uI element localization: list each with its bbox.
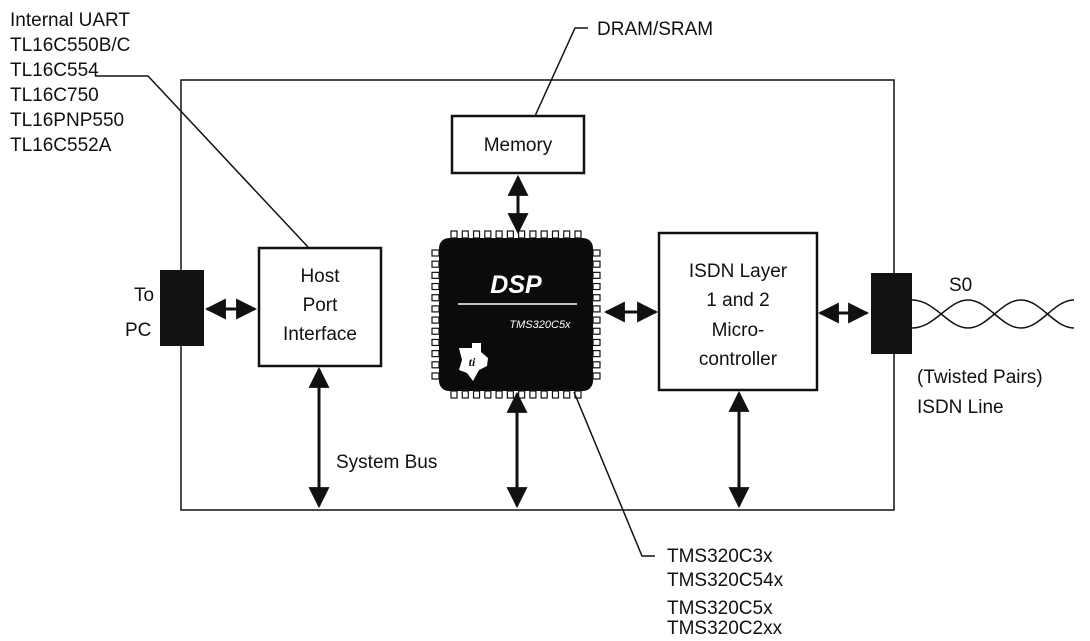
- pc-connector: [160, 270, 204, 346]
- to-pc-label: To: [134, 285, 154, 306]
- dsp-chip-pin: [450, 230, 458, 239]
- host-port-label: Host: [300, 266, 340, 287]
- dsp-chip-pin: [431, 249, 440, 257]
- dsp-chip-pin: [592, 316, 601, 324]
- dsp-part-label: TMS320C5x: [667, 598, 773, 619]
- memory-label: Memory: [484, 135, 553, 156]
- uart-part-label: TL16C552A: [10, 135, 112, 156]
- dsp-chip-pin: [450, 390, 458, 399]
- dsp-chip-pin: [431, 294, 440, 302]
- dsp-part-label: TMS320C3x: [667, 546, 773, 567]
- dsp-part-label: TMS320C5x: [509, 319, 571, 331]
- dsp-chip-pin: [472, 390, 481, 399]
- dsp-chip-pin: [518, 230, 526, 239]
- dsp-chip-pin: [461, 230, 469, 239]
- uart-part-list: Internal UART TL16C550B/C TL16C554 TL16C…: [10, 10, 130, 156]
- memory-type-label: DRAM/SRAM: [597, 19, 713, 40]
- uart-part-label: TL16PNP550: [10, 110, 124, 131]
- system-bus-label: System Bus: [336, 452, 437, 473]
- isdn-controller-block: [657, 231, 819, 392]
- uart-leader-line: [95, 75, 309, 248]
- dsp-chip-pin: [495, 230, 503, 239]
- dsp-chip-pin: [592, 338, 601, 347]
- dsp-chip-pin: [431, 361, 440, 369]
- dsp-title: DSP: [490, 271, 542, 299]
- memory-leader-line: [534, 27, 588, 117]
- dsp-chip-pin: [529, 230, 537, 239]
- isdn-controller-label: controller: [699, 349, 778, 370]
- dsp-chip-pin: [431, 316, 440, 324]
- dsp-chip-pin: [431, 338, 440, 347]
- isdn-controller-label: Micro-: [712, 320, 765, 341]
- dsp-chip-pin: [431, 327, 440, 335]
- dsp-chip-pin: [431, 271, 440, 279]
- host-port-label: Port: [303, 295, 339, 316]
- to-pc-label: PC: [125, 320, 151, 341]
- isdn-connector: [871, 273, 912, 354]
- uart-part-label: TL16C750: [10, 85, 99, 106]
- dsp-chip-pin: [592, 361, 601, 369]
- dsp-chip-pin: [592, 282, 601, 291]
- host-port-block: [257, 246, 383, 368]
- dsp-leader-line: [573, 391, 655, 557]
- dsp-chip-pin: [574, 230, 582, 239]
- dsp-chip-pin: [495, 390, 503, 399]
- dsp-chip-pin: [472, 230, 481, 239]
- dsp-chip-pin: [431, 260, 440, 268]
- dsp-chip-pin: [506, 390, 514, 399]
- dsp-chip-pin: [592, 372, 601, 380]
- dsp-chip-pin: [461, 390, 469, 399]
- dsp-chip-pin: [484, 390, 492, 399]
- dsp-chip-pin: [592, 327, 601, 335]
- dsp-chip: DSP TMS320C5x ti: [431, 230, 601, 399]
- isdn-controller-label: ISDN Layer: [689, 261, 788, 282]
- uart-part-label: Internal UART: [10, 10, 130, 31]
- dsp-chip-pin: [484, 230, 492, 239]
- svg-text:ti: ti: [469, 355, 476, 369]
- dsp-chip-pin: [540, 230, 548, 239]
- dsp-chip-pin: [563, 390, 571, 399]
- dsp-chip-pin: [540, 390, 548, 399]
- s0-label: S0: [949, 275, 972, 296]
- dsp-chip-pin: [563, 230, 571, 239]
- dsp-chip-pin: [592, 350, 601, 358]
- dsp-chip-pin: [592, 305, 601, 313]
- memory-block: [450, 114, 586, 175]
- dsp-chip-pin: [551, 390, 560, 399]
- dsp-chip-pin: [506, 230, 514, 239]
- isdn-line-label: ISDN Line: [917, 397, 1004, 418]
- dsp-chip-pin: [592, 294, 601, 302]
- isdn-controller-label: 1 and 2: [706, 290, 769, 311]
- isdn-line-label: (Twisted Pairs): [917, 367, 1043, 388]
- dsp-part-label: TMS320C54x: [667, 570, 784, 591]
- dsp-chip-pin: [592, 249, 601, 257]
- dsp-chip-pin: [518, 390, 526, 399]
- dsp-part-label: TMS320C2xx: [667, 618, 783, 639]
- dsp-chip-pin: [431, 305, 440, 313]
- texas-instruments-logo-icon: ti: [459, 343, 488, 381]
- dsp-chip-pin: [431, 372, 440, 380]
- dsp-chip-pin: [431, 350, 440, 358]
- dsp-chip-pin: [529, 390, 537, 399]
- uart-part-label: TL16C554: [10, 60, 99, 81]
- host-port-label: Interface: [283, 324, 357, 345]
- dsp-part-list: TMS320C3x TMS320C54x TMS320C5x TMS320C2x…: [667, 546, 784, 639]
- dsp-chip-pin: [431, 282, 440, 291]
- dsp-chip-pin: [592, 271, 601, 279]
- dsp-chip-pin: [592, 260, 601, 268]
- uart-part-label: TL16C550B/C: [10, 35, 130, 56]
- twisted-pair-wires: [911, 299, 1075, 329]
- dsp-chip-pin: [551, 230, 560, 239]
